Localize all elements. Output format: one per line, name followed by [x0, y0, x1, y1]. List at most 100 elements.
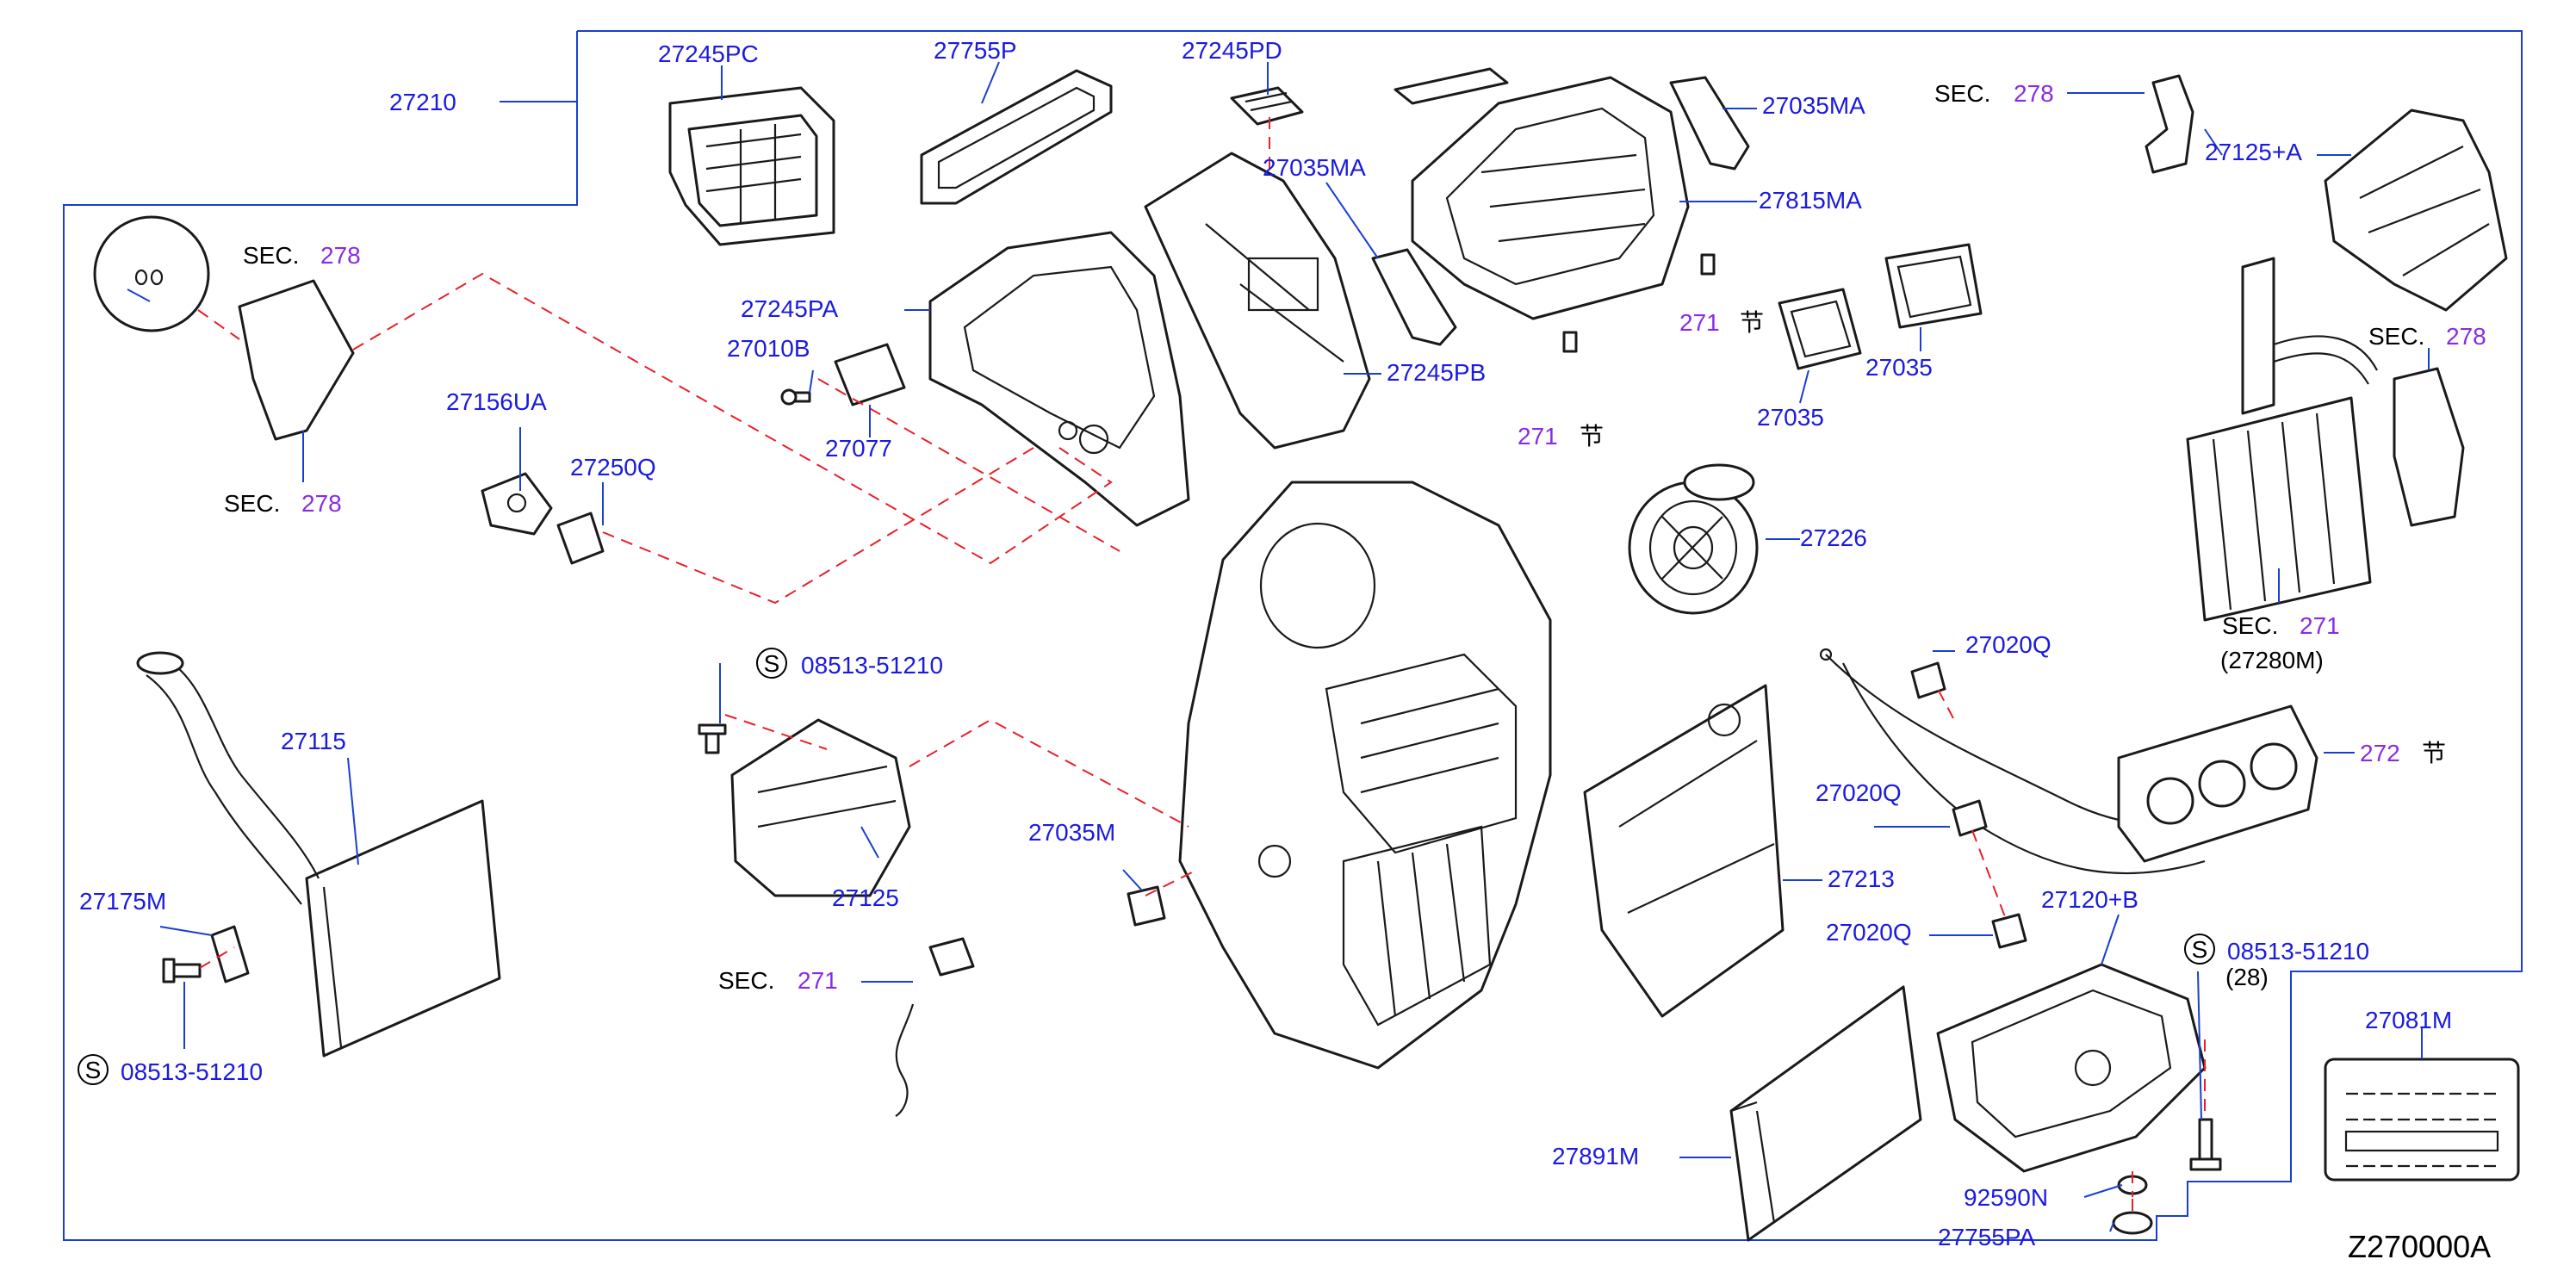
- duct-27125a: [2324, 109, 2508, 312]
- s-symbol-left: S: [85, 1057, 102, 1083]
- svg-text:278: 278: [320, 242, 361, 269]
- label-27035ma-right: 27035MA: [1762, 92, 1865, 119]
- duct-sec278-left: [238, 279, 355, 441]
- label-27245pb: 27245PB: [1387, 359, 1486, 386]
- duct-27125: [730, 718, 911, 897]
- sec-ref-271-harness: SEC. 271: [718, 967, 838, 994]
- control-panel-272: [2117, 704, 2318, 863]
- bracket-27250q: [556, 512, 605, 565]
- sec-ref-278-blower: SEC. 278: [243, 242, 361, 269]
- label-27156ua: 27156UA: [446, 388, 547, 415]
- label-27035ma-center: 27035MA: [1263, 154, 1366, 181]
- clip-271-b: [1562, 331, 1578, 353]
- bracket-27175m: [210, 925, 250, 983]
- label-bolt-08513-right: 08513-51210: [2227, 938, 2369, 965]
- label-bolt-08513-left: 08513-51210: [121, 1058, 263, 1085]
- label-27035-lower: 27035: [1757, 404, 1824, 431]
- plate-27245pd: [1230, 86, 1304, 126]
- label-27210: 27210: [389, 89, 456, 115]
- screw-27010b: [780, 388, 811, 406]
- svg-text:271: 271: [2300, 612, 2340, 639]
- seal-27755pa: [2112, 1211, 2153, 1235]
- gasket-27755p: [920, 69, 1113, 205]
- svg-text:278: 278: [2446, 323, 2486, 350]
- svg-text:SEC.: SEC.: [1934, 80, 1990, 107]
- s-symbol-right: S: [2192, 936, 2208, 963]
- assembly-frame: [63, 30, 2523, 1241]
- label-27755pa: 27755PA: [1938, 1224, 2035, 1250]
- gasket-27035-a: [1778, 288, 1862, 370]
- svg-text:SEC.: SEC.: [718, 967, 774, 994]
- resistor-27077: [834, 343, 906, 406]
- label-27081m: 27081M: [2365, 1007, 2452, 1033]
- section-mark-272: 272 节: [2360, 740, 2446, 766]
- label-27175m: 27175M: [79, 888, 166, 915]
- label-27120b: 27120+B: [2041, 886, 2138, 913]
- svg-text:SEC.: SEC.: [243, 242, 299, 269]
- svg-text:278: 278: [2014, 80, 2054, 107]
- svg-text:SEC.: SEC.: [2222, 612, 2278, 639]
- leader-lines: [127, 61, 2430, 1232]
- label-92590n: 92590N: [1964, 1184, 2048, 1211]
- blower-cover-sec278: [93, 215, 210, 332]
- svg-text:SEC.: SEC.: [224, 490, 280, 517]
- label-27815ma: 27815MA: [1759, 187, 1862, 214]
- clip-271-a: [1700, 253, 1716, 276]
- drain-pan-27120b: [1936, 963, 2207, 1173]
- label-27245pa: 27245PA: [741, 295, 838, 322]
- diagram-code: Z270000A: [2348, 1229, 2491, 1264]
- evaporator: [2241, 257, 2378, 415]
- caution-label-27081m: [2324, 1058, 2520, 1182]
- duct-sec278-right: [2393, 367, 2465, 527]
- harness-sec271: [895, 937, 975, 1117]
- seal-strip-27035ma-left: [1371, 248, 1457, 346]
- assembly-guide-lines: [197, 117, 2206, 1213]
- heater-core-27115: [136, 651, 501, 1058]
- intake-door-housing: [928, 152, 1371, 527]
- svg-text:271: 271: [1518, 423, 1558, 450]
- control-cables: [1819, 648, 2240, 949]
- label-27891m: 27891M: [1552, 1143, 1639, 1169]
- s-symbol-top: S: [764, 650, 780, 677]
- svg-text:278: 278: [301, 490, 342, 517]
- label-qty-28: (28): [2225, 964, 2269, 990]
- label-bolt-08513-top: 08513-51210: [801, 652, 943, 679]
- sec-ref-278-right: SEC. 278: [2368, 323, 2486, 350]
- sec-ref-278-top: SEC. 278: [1934, 80, 2054, 107]
- bolt-duct: [698, 723, 727, 754]
- label-27035m: 27035M: [1028, 819, 1115, 846]
- label-27755p: 27755P: [934, 37, 1017, 64]
- svg-text:节: 节: [1740, 309, 1764, 336]
- gasket-27035-b: [1884, 243, 1983, 329]
- blower-motor-27226: [1628, 463, 1759, 615]
- svg-text:节: 节: [2422, 740, 2446, 766]
- upper-case-27815ma: [1394, 67, 1690, 320]
- label-27010b: 27010B: [727, 335, 810, 362]
- actuator-27156ua: [481, 472, 553, 536]
- label-27035-upper: 27035: [1865, 354, 1933, 381]
- panel-27213: [1583, 684, 1785, 1018]
- main-hvac-unit-body: [1178, 481, 1552, 1070]
- seal-strip-27035ma-right: [1669, 76, 1750, 171]
- s-symbol-circle-right: [2184, 934, 2215, 965]
- section-mark-271-center: 271 节: [1518, 423, 1604, 450]
- svg-text:271: 271: [798, 967, 838, 994]
- label-27213: 27213: [1828, 865, 1895, 892]
- sec-ref-271-filter: SEC. 271: [2222, 612, 2340, 639]
- label-27280m: (27280M): [2220, 647, 2324, 673]
- label-27226: 27226: [1800, 524, 1867, 551]
- s-symbol-circle-top: [756, 648, 787, 679]
- filter-27891m: [1729, 985, 1922, 1242]
- label-27020q-middle: 27020Q: [1816, 779, 1902, 806]
- svg-text:271: 271: [1679, 309, 1720, 336]
- bolt-left-heater: [162, 958, 202, 983]
- bracket-sec278-top: [2145, 74, 2194, 174]
- svg-text:272: 272: [2360, 740, 2400, 766]
- label-27115: 27115: [281, 728, 346, 754]
- section-mark-271-right: 271 节: [1679, 309, 1764, 336]
- svg-text:节: 节: [1580, 423, 1604, 450]
- bolt-drain-pan: [2189, 1118, 2222, 1171]
- label-27077: 27077: [825, 435, 892, 462]
- cabin-filter-27280m: [2186, 396, 2372, 622]
